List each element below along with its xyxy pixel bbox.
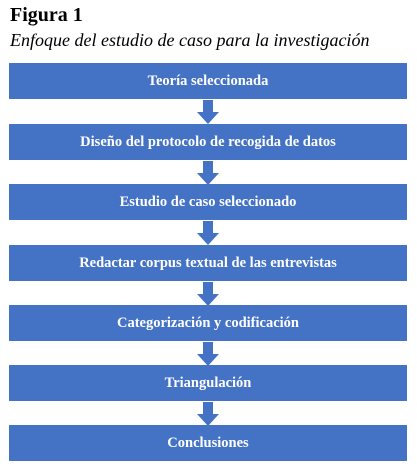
flow-step-conclusiones: Conclusiones [9,425,407,461]
flow-step-triangulacion: Triangulación [9,365,407,401]
figure-title: Enfoque del estudio de caso para la inve… [10,30,370,50]
figure-label: Figura 1 [10,4,83,26]
down-arrow-icon [197,342,219,366]
down-arrow-icon [197,221,219,245]
down-arrow-icon [197,100,219,124]
flow-step-redactar: Redactar corpus textual de las entrevist… [9,245,407,281]
down-arrow-icon [197,161,219,185]
flow-step-diseno: Diseño del protocolo de recogida de dato… [9,124,407,160]
down-arrow-icon [197,282,219,306]
down-arrow-icon [197,402,219,426]
flow-step-categorizacion: Categorización y codificación [9,305,407,341]
flow-step-teoria: Teoría seleccionada [9,63,407,99]
flow-step-estudio: Estudio de caso seleccionado [9,184,407,220]
